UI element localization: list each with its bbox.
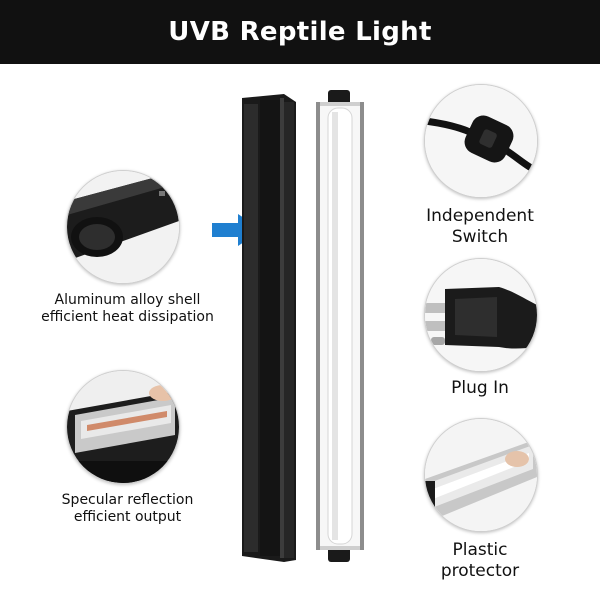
switch-caption-line1: Independent [426,206,534,226]
switch-closeup [424,84,538,198]
specular-caption: Specular reflection efficient output [10,492,245,526]
protector-caption-line1: Plastic [452,540,508,560]
protector-caption-line2: protector [440,560,520,581]
plug-caption-line1: Plug In [451,378,509,398]
open-fixture-with-tube [312,90,368,562]
switch-caption-line2: Switch [451,226,509,247]
page-title: UVB Reptile Light [168,17,432,47]
aluminum-caption-line1: Aluminum alloy shell [54,292,201,308]
plug-caption: Plug In [400,378,560,399]
aluminum-caption: Aluminum alloy shell efficient heat diss… [10,292,245,326]
protector-caption: Plastic protector [400,540,560,581]
aluminum-shell-closeup [66,170,180,284]
protector-closeup [424,418,538,532]
protector-tube-icon [425,419,537,531]
aluminum-shell-icon [67,171,179,283]
specular-reflection-closeup [66,370,180,484]
reflector-icon [67,371,179,483]
black-fixture [236,94,302,562]
plug-closeup [424,258,538,372]
switch-cable-icon [425,85,537,197]
switch-caption: Independent Switch [400,206,560,247]
specular-caption-line1: Specular reflection [61,492,194,508]
title-banner: UVB Reptile Light [0,0,600,64]
aluminum-caption-line2: efficient heat dissipation [41,309,214,326]
plug-icon [425,259,537,371]
specular-caption-line2: efficient output [73,509,182,526]
